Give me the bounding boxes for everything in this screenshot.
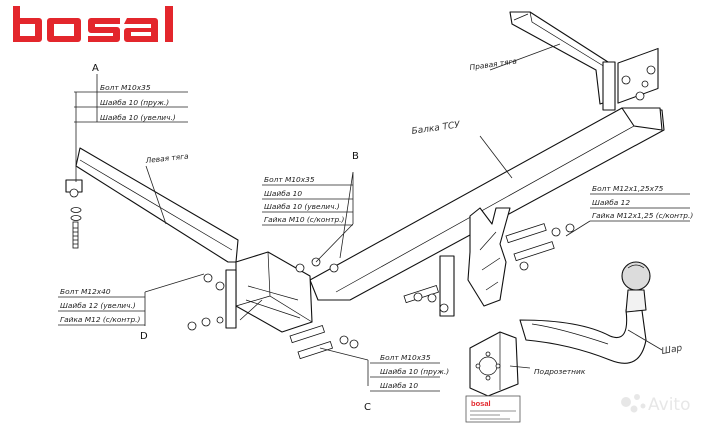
spec-plate-logo: bosal: [471, 399, 491, 408]
leader-lines: [58, 43, 690, 392]
spec-plate: bosal: [465, 395, 521, 423]
callout-a-line-2: Шайба 10 (пруж.): [100, 98, 169, 107]
callout-B: B Болт М10х35 Шайба 10 Шайба 10 (увелич.…: [264, 151, 359, 224]
center-bolts: [403, 223, 575, 313]
bosal-logo: [13, 6, 173, 42]
left-bolts: [187, 257, 359, 360]
avito-watermark: Avito: [621, 394, 690, 415]
caption-beam: Балка ТСУ: [411, 120, 461, 137]
right-rod: [509, 11, 659, 111]
callout-a-line-1: Болт М10х35: [100, 83, 151, 92]
callout-letter-b: B: [352, 151, 359, 162]
caption-socket-bracket: Подрозетник: [534, 367, 586, 376]
callout-b-line-3: Шайба 10 (увелич.): [264, 202, 340, 211]
main-beam: [309, 107, 665, 301]
callout-c-line-3: Шайба 10: [380, 381, 418, 390]
callout-a-line-3: Шайба 10 (увелич.): [100, 113, 176, 122]
left-bracket: [225, 251, 313, 333]
tow-ball: [519, 261, 651, 364]
socket-bracket: [469, 331, 519, 397]
caption-right-rod: Правая тяга: [469, 56, 518, 72]
callout-c-line-1: Болт М10х35: [380, 353, 431, 362]
caption-left-rod: Левая тяга: [144, 151, 189, 165]
callout-d-line-2: Шайба 12 (увелич.): [60, 301, 136, 310]
callout-b-line-2: Шайба 10: [264, 189, 302, 198]
avito-watermark-text: Avito: [648, 395, 690, 415]
callout-D: D Болт М12х40 Шайба 12 (увелич.) Гайка М…: [60, 287, 148, 342]
callout-letter-a: A: [92, 63, 99, 74]
callout-letter-d: D: [140, 331, 148, 342]
callout-C: C Болт М10х35 Шайба 10 (пруж.) Шайба 10: [364, 353, 449, 413]
hook-mount: [439, 207, 511, 317]
callout-E: Болт М12х1,25х75 Шайба 12 Гайка М12х1,25…: [592, 184, 693, 220]
callout-c-line-2: Шайба 10 (пруж.): [380, 367, 449, 376]
callout-A: A Болт М10х35 Шайба 10 (пруж.) Шайба 10 …: [92, 63, 176, 122]
callout-letter-c: C: [364, 402, 371, 413]
callout-e-line-3: Гайка М12х1,25 (с/контр.): [592, 211, 693, 220]
callout-d-line-3: Гайка М12 (с/контр.): [60, 315, 141, 324]
callout-e-line-2: Шайба 12: [592, 198, 630, 207]
callout-e-line-1: Болт М12х1,25х75: [592, 184, 664, 193]
callout-b-line-4: Гайка М10 (с/контр.): [264, 215, 345, 224]
left-rod: [65, 147, 239, 263]
callout-d-line-1: Болт М12х40: [60, 287, 111, 296]
callout-b-line-1: Болт М10х35: [264, 175, 315, 184]
caption-ball: Шар: [661, 343, 684, 357]
